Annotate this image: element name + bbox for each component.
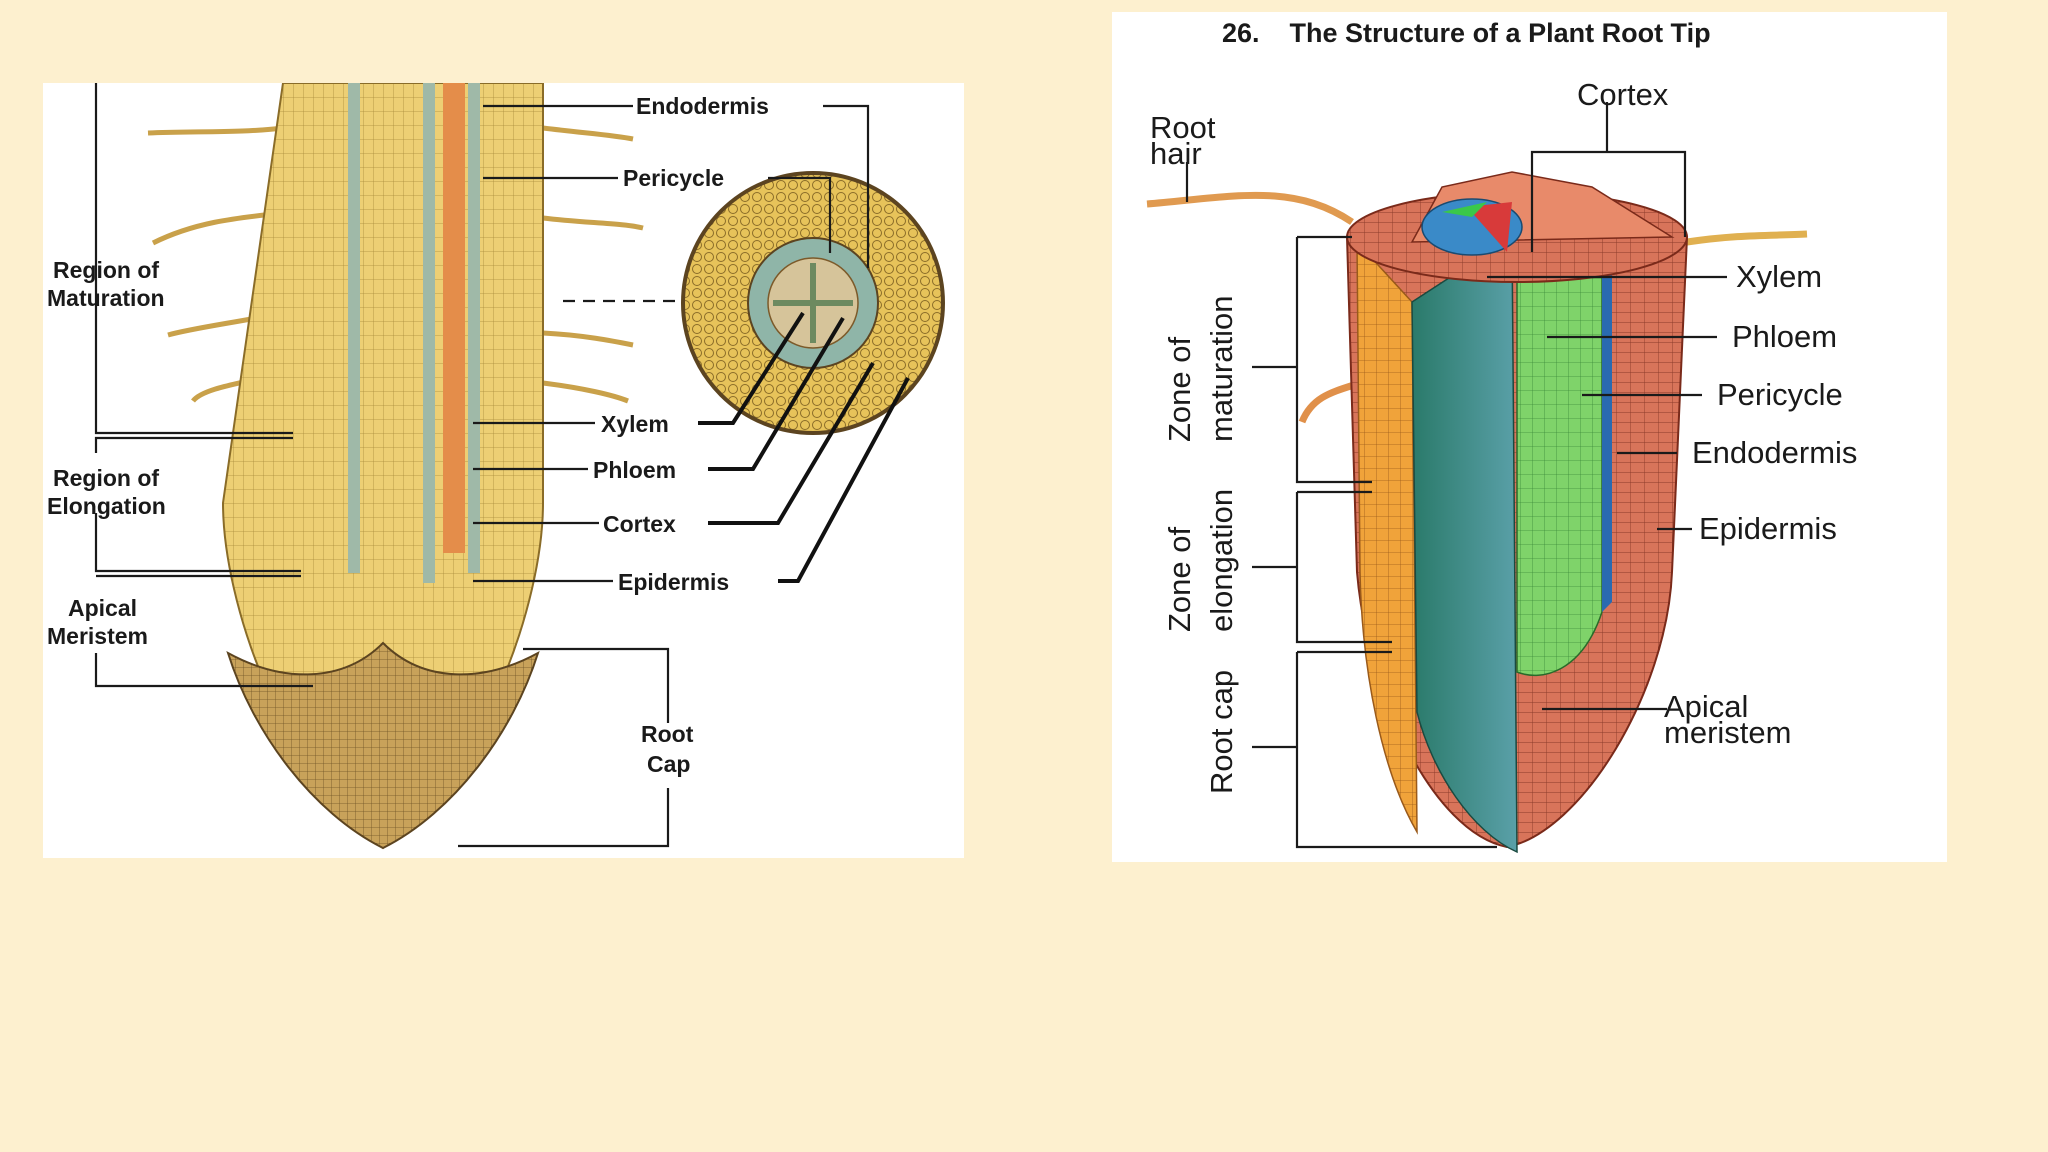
label-pericycle-r: Pericycle [1717, 377, 1843, 412]
root-tip-longitudinal-diagram: Endodermis Pericycle Xylem Phloem Cortex… [43, 83, 964, 858]
pericycle-strip [1602, 237, 1612, 612]
label-region-maturation-2: Maturation [47, 285, 165, 311]
label-xylem: Xylem [601, 411, 669, 437]
label-apical-meristem-2: Meristem [47, 623, 148, 649]
xylem-strand [348, 83, 360, 573]
label-cortex-r: Cortex [1577, 77, 1669, 112]
label-root-cap-2: Cap [647, 751, 690, 777]
label-region-elongation-2: Elongation [47, 493, 166, 519]
right-diagram-svg: 26. The Structure of a Plant Root Tip [1146, 18, 1857, 854]
left-diagram-svg: Endodermis Pericycle Xylem Phloem Cortex… [47, 83, 945, 850]
xylem-top [1467, 202, 1512, 252]
label-epidermis-r: Epidermis [1699, 511, 1837, 546]
xylem-strand-3 [468, 83, 480, 573]
label-pericycle: Pericycle [623, 165, 724, 191]
xylem-strand-2 [423, 83, 435, 583]
root-hair-strand-2 [1686, 230, 1808, 246]
cut-section [1411, 235, 1518, 854]
root-hair-strand-3 [1298, 380, 1359, 424]
root-tip-3d-diagram: 26. The Structure of a Plant Root Tip [1112, 12, 1947, 862]
label-apical-meristem-1: Apical [68, 595, 137, 621]
cross-section [681, 171, 945, 435]
root-left-band [1356, 240, 1418, 835]
label-region-maturation-1: Region of [53, 257, 159, 283]
label-xylem-r: Xylem [1736, 259, 1822, 294]
label-root-cap-1: Root [641, 721, 694, 747]
phloem-top [1442, 202, 1487, 217]
label-root-cap-r: Root cap [1204, 670, 1239, 794]
stele-green [1516, 236, 1603, 677]
label-cortex: Cortex [603, 511, 676, 537]
label-region-elongation-1: Region of [53, 465, 159, 491]
root-hair-strand [1146, 191, 1354, 225]
label-phloem: Phloem [593, 457, 676, 483]
phloem-strand [443, 83, 465, 553]
label-zone-elongation-2: elongation [1204, 489, 1239, 632]
root-cap-shape [226, 641, 540, 850]
label-endodermis: Endodermis [636, 93, 769, 119]
label-phloem-r: Phloem [1732, 319, 1837, 354]
label-endodermis-r: Endodermis [1692, 435, 1857, 470]
label-root-hair-1: Root [1150, 110, 1216, 145]
label-zone-maturation-1: Zone of [1162, 336, 1197, 442]
label-epidermis: Epidermis [618, 569, 729, 595]
label-zone-elongation-1: Zone of [1162, 526, 1197, 632]
label-apical-meristem-r-2: meristem [1664, 715, 1791, 750]
label-zone-maturation-2: maturation [1204, 296, 1239, 442]
diagram-title: 26. The Structure of a Plant Root Tip [1222, 18, 1711, 48]
label-apical-meristem-r-1: Apical [1664, 689, 1748, 724]
label-root-hair-2: hair [1150, 136, 1202, 171]
